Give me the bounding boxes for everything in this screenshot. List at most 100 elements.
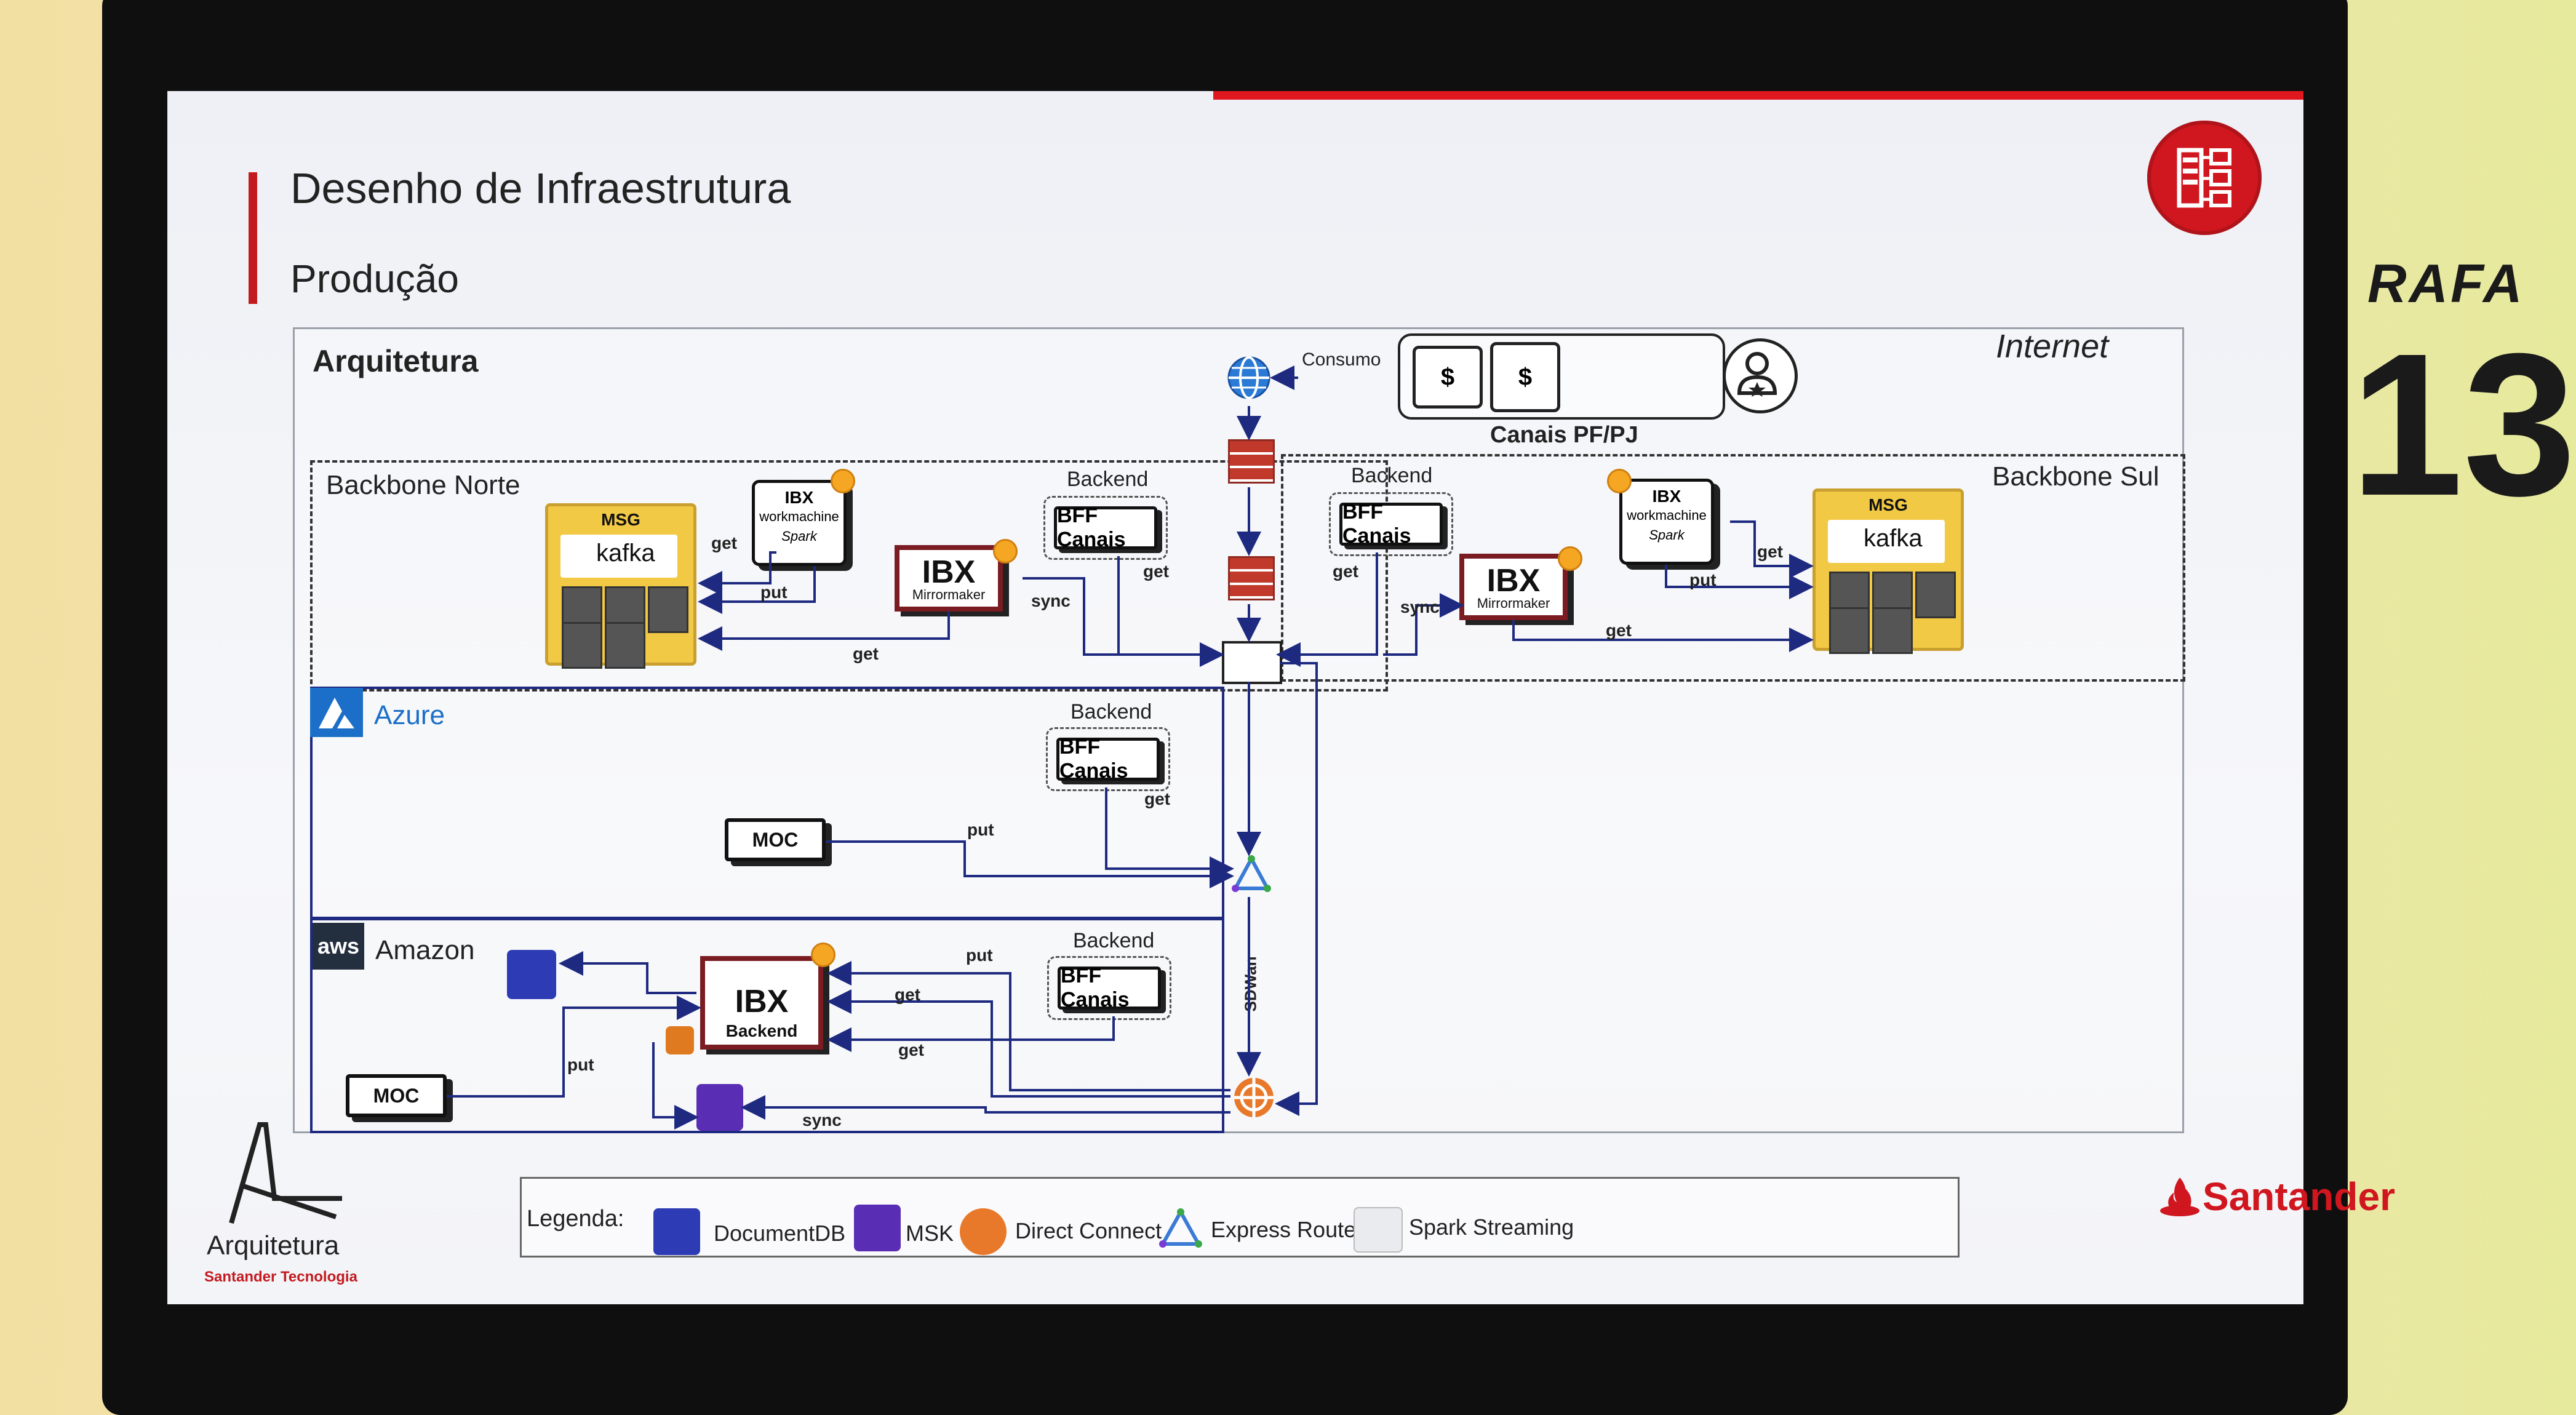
bff-canais-norte: BFF Canais [1043,496,1168,560]
msg-kafka-norte: MSG kafka [545,503,696,669]
mobile-channel-icon: $ [1490,342,1560,412]
legend-item-msk: MSK [906,1221,954,1246]
edge-label: put [567,1055,594,1074]
bff-label: BFF Canais [1339,500,1443,548]
user-icon [1723,338,1798,413]
desktop-channel-icon: $ [1413,346,1483,409]
globe-icon [1226,354,1272,401]
workmachine-label: workmachine [759,509,839,524]
legend-item-direct-connect: Direct Connect [1015,1218,1162,1243]
moc-aws: MOC [346,1074,447,1117]
legend-item-express-route: Express Route [1211,1217,1357,1242]
edge-label: put [1689,570,1717,589]
ibx-label: IBX [1652,487,1681,506]
slide-title: Desenho de Infraestrutura [290,164,791,212]
edge-label: put [760,583,788,602]
bff-label: BFF Canais [1056,735,1160,783]
backbone-norte-label: Backbone Norte [326,470,520,500]
bff-canais-aws: BFF Canais [1047,956,1171,1020]
accent-topbar [1213,91,2303,100]
legend-msk-icon [854,1205,901,1251]
documentdb-icon [507,950,556,999]
ibx-mirrormaker-norte: IBX Mirrormaker [895,545,1003,612]
edge-label: put [966,946,993,965]
edge-label: sync [802,1110,842,1130]
mirrormaker-label: Mirrormaker [1477,596,1550,611]
edge-label: put [967,820,994,839]
edge-label: get [898,1040,924,1059]
edge-label: get [1144,789,1170,808]
spark-label: Spark [781,528,817,544]
new-badge-icon [831,469,855,493]
msk-icon [696,1084,743,1131]
canais-label: Canais PF/PJ [1490,422,1638,448]
edge-label: get [853,644,879,663]
backend-label: Backend [1067,468,1149,491]
edge-label: get [711,533,737,552]
new-badge-icon [1558,546,1582,571]
edge-label: get [1333,562,1358,581]
backend-label: Backend [1073,929,1155,952]
santander-logo-text: Santander [2203,1174,2395,1219]
legend-item-documentdb: DocumentDB [714,1221,846,1246]
santander-flame-icon [2158,1175,2201,1218]
ibx-label: IBX [735,984,789,1019]
edge-label: sync [1031,591,1071,610]
amazon-region [310,917,1224,1133]
msg-label: MSG [1868,495,1908,514]
legend-title: Legenda: [527,1206,624,1232]
aws-icon: aws [313,923,364,970]
arquitetura-logo-icon [207,1118,348,1232]
legend-express-route-icon [1159,1207,1202,1250]
azure-label: Azure [374,700,445,730]
backend-label: Backend [1351,464,1433,487]
backbone-sul-label: Backbone Sul [1992,461,2159,492]
slide-subtitle: Produção [290,257,459,301]
bff-label: BFF Canais [1054,504,1157,551]
direct-connect-icon [1232,1075,1276,1120]
legend-box [520,1177,1960,1258]
presentation-slide: Desenho de Infraestrutura Produção Arqui… [167,91,2395,1304]
edge-label: get [1606,621,1632,640]
workmachine-label: workmachine [1627,508,1707,523]
edge-label: get [1143,562,1169,581]
internet-label: Internet [1996,328,2109,365]
title-accent-bar [249,172,257,304]
legend-documentdb-icon [653,1208,700,1255]
msg-kafka-sul: MSG kafka [1812,488,1964,654]
edge-label: get [1757,542,1783,561]
kafka-label: kafka [1828,520,1945,563]
architecture-label: Arquitetura [313,344,479,378]
ibx-mirrormaker-sul: IBX Mirrormaker [1459,554,1568,620]
backbone-sul-region [1281,454,2185,682]
bff-canais-azure: BFF Canais [1046,727,1170,791]
new-badge-icon [993,539,1018,564]
legend-direct-connect-icon [960,1208,1007,1255]
kafka-label: kafka [560,535,677,578]
azure-region [310,687,1224,920]
shirt-text: RAFA [2367,253,2525,314]
bff-label: BFF Canais [1058,964,1161,1011]
consumo-label: Consumo [1302,349,1381,370]
mirrormaker-label: Mirrormaker [912,587,986,602]
ibx-label: IBX [922,554,976,590]
ibx-backend-label: Backend [725,1021,798,1040]
lambda-icon [666,1026,694,1054]
ibx-workmachine-sul: IBX workmachine Spark [1619,479,1714,565]
edge-label: get [895,985,920,1004]
ibx-label: IBX [1486,563,1541,599]
edge-label: sync [1400,597,1440,616]
backbone-norte-region [310,460,1388,692]
firewall-icon-bottom [1228,556,1275,600]
amazon-label: Amazon [375,935,475,965]
shirt-number: 13 [2350,311,2576,538]
connector-lines: get put get sync get get sync get put ge… [447,365,1814,1130]
arquitetura-logo-text: Arquitetura [207,1230,340,1261]
legend-spark-icon [1354,1207,1403,1253]
express-route-icon [1232,854,1271,893]
bff-canais-sul: BFF Canais [1329,492,1453,556]
new-badge-icon [1607,469,1632,493]
santander-tecnologia-text: Santander Tecnologia [204,1269,357,1285]
moc-azure: MOC [725,818,826,861]
azure-icon [310,688,363,737]
